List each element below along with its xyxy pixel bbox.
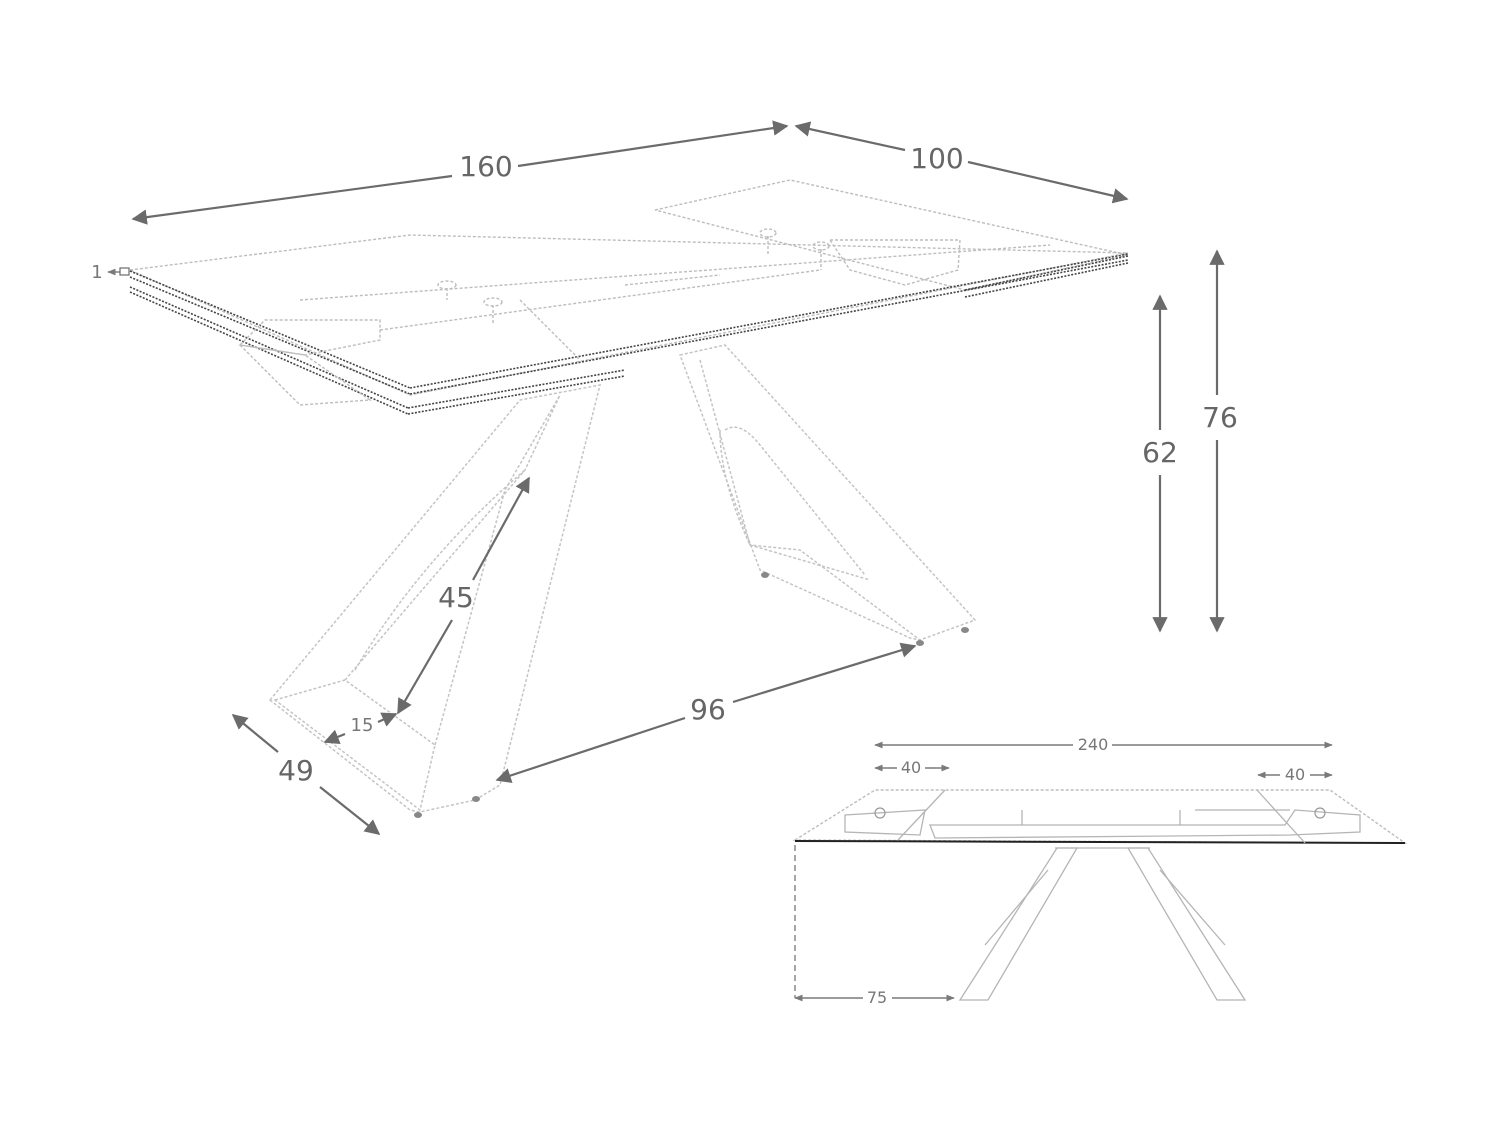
dimension-labels: 160 100 1 76 62 45 15 49 96 (91, 142, 1238, 787)
dimension-arrows (107, 120, 1225, 835)
dim-extension-right-label: 40 (1285, 765, 1305, 784)
extended-view-drawing: 240 40 40 75 (792, 735, 1408, 1007)
dim-extended-length-label: 240 (1078, 735, 1109, 754)
dim-leg-base-label: 15 (351, 715, 374, 736)
dim-height-clearance-label: 75 (867, 988, 887, 1007)
dim-width-label: 100 (910, 142, 963, 175)
dim-leg-height-label: 45 (438, 581, 474, 614)
right-leg (678, 344, 977, 646)
dim-leg-spacing-label: 96 (690, 693, 726, 726)
main-table-drawing: 160 100 1 76 62 45 15 49 96 (91, 120, 1238, 835)
mechanism-knobs (437, 228, 830, 325)
right-extension-glass (654, 179, 1129, 298)
dim-height-under-label: 62 (1142, 436, 1178, 469)
dim-height-total-label: 76 (1202, 401, 1238, 434)
dim-leg-depth-label: 49 (278, 754, 314, 787)
left-leg (268, 384, 602, 818)
dim-glass-thickness-label: 1 (91, 262, 102, 283)
dim-length-label: 160 (459, 150, 512, 183)
main-glass-top (127, 234, 1129, 415)
left-extension-box (237, 319, 381, 406)
dim-extension-left-label: 40 (901, 758, 921, 777)
